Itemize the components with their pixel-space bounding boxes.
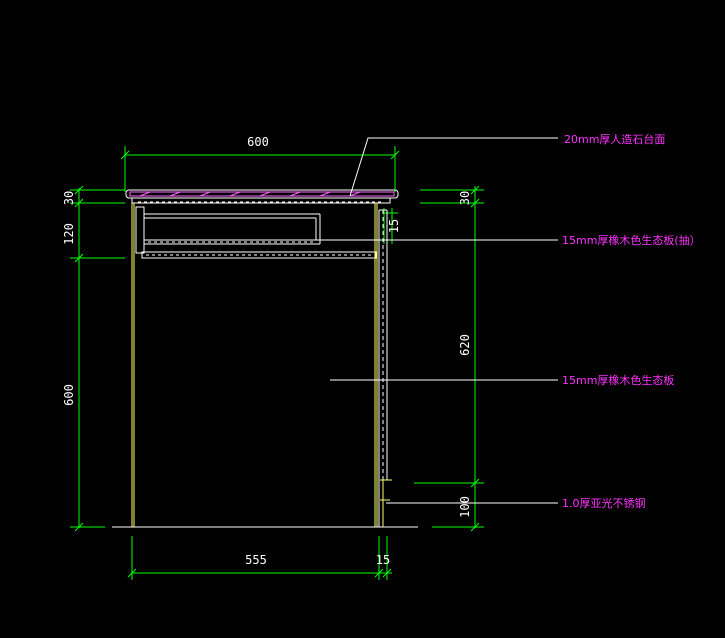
countertop-callout: 20mm厚人造石台面 [564, 132, 665, 146]
base-depth-value: 555 [245, 553, 267, 567]
top-thickness-left-value: 30 [62, 191, 76, 205]
callout-leaders [300, 137, 558, 504]
cabinet-body [112, 189, 418, 528]
cabinet-height-left-value: 600 [62, 384, 76, 406]
left-dimension-chain: 30 120 600 [62, 185, 125, 532]
panel-callout: 15mm厚橡木色生态板 [562, 373, 674, 387]
drawer-height-value: 120 [62, 223, 76, 245]
base-panel-value: 15 [376, 553, 390, 567]
side-height-right-value: 620 [458, 334, 472, 356]
side-panel-dimension: 15 [383, 208, 401, 244]
kick-height-value: 100 [458, 496, 472, 518]
right-dimension-chain: 30 620 100 [414, 185, 484, 532]
top-thickness-right-value: 30 [458, 191, 472, 205]
steel-callout: 1.0厚亚光不锈钢 [562, 496, 646, 510]
drawer-callout: 15mm厚橡木色生态板(抽） [562, 233, 701, 247]
side-panel-thickness-value: 15 [387, 219, 401, 233]
top-width-dimension: 600 [120, 135, 400, 192]
bottom-dimension-chain: 555 15 [127, 536, 392, 580]
top-width-value: 600 [247, 135, 269, 149]
